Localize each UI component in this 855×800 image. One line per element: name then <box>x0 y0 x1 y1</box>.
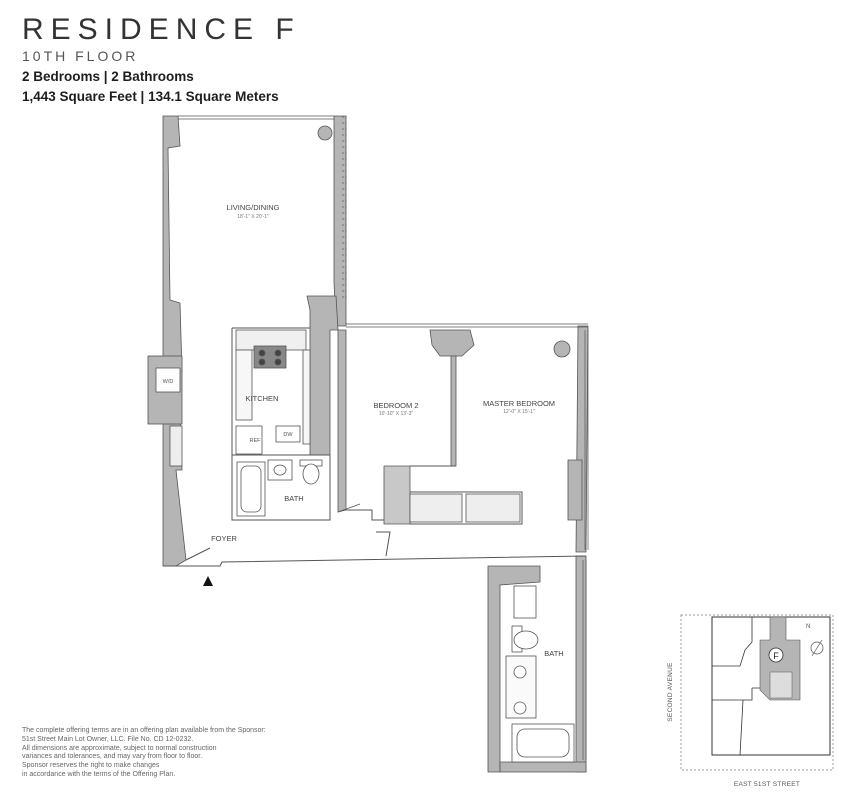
entry-arrow-icon <box>203 576 213 586</box>
refrigerator-label: REF <box>250 438 262 444</box>
plan-header: RESIDENCE F 10TH FLOOR 2 Bedrooms | 2 Ba… <box>22 14 301 107</box>
north-compass-icon <box>810 641 824 655</box>
disclaimer-line: in accordance with the terms of the Offe… <box>22 770 176 778</box>
bedroom2-label: BEDROOM 2 <box>373 401 418 410</box>
living-dining-dims: 18'-1" X 20'-1" <box>237 214 269 220</box>
east-51st-street-label: EAST 51ST STREET <box>734 781 800 788</box>
closets <box>169 425 521 523</box>
washer-dryer-label: W/D <box>163 379 174 385</box>
residence-title: RESIDENCE F <box>22 13 301 46</box>
floor-label: 10TH FLOOR <box>22 48 139 64</box>
windows <box>178 115 589 760</box>
master-bedroom-label: MASTER BEDROOM <box>483 399 555 408</box>
living-dining-label: LIVING/DINING <box>227 203 280 212</box>
bath1-label: BATH <box>284 494 303 503</box>
key-plan: F N SECOND AVENUE EAST 51ST STREET <box>667 614 834 788</box>
disclaimer-line: All dimensions are approximate, subject … <box>22 744 217 752</box>
foyer-label: FOYER <box>211 534 237 543</box>
rooms-summary: 2 Bedrooms | 2 Bathrooms <box>22 69 194 84</box>
area-summary: 1,443 Square Feet | 134.1 Square Meters <box>22 89 279 104</box>
dishwasher-label: DW <box>283 432 293 438</box>
key-plan-unit-label: F <box>773 651 779 661</box>
offering-disclaimer: The complete offering terms are in an of… <box>22 727 342 780</box>
disclaimer-line: variances and tolerances, and may vary f… <box>22 753 203 761</box>
bath1-fixtures <box>236 459 323 517</box>
kitchen-fixtures <box>235 329 311 455</box>
column-master <box>553 340 571 358</box>
disclaimer-line: The complete offering terms are in an of… <box>22 727 266 734</box>
north-label: N <box>806 624 810 630</box>
disclaimer-line: Sponsor reserves the right to make chang… <box>22 762 160 770</box>
washer-dryer: W/D <box>147 355 183 425</box>
bedroom2-dims: 10'-10" X 13'-3" <box>379 411 414 417</box>
interior-walls <box>163 327 587 567</box>
bath2-fixtures <box>505 585 575 763</box>
column-living <box>317 125 333 141</box>
master-bedroom-dims: 12'-0" X 15'-1" <box>503 409 535 415</box>
second-avenue-label: SECOND AVENUE <box>667 662 674 722</box>
kitchen-label: KITCHEN <box>246 394 279 403</box>
bath2-label: BATH <box>544 649 563 658</box>
disclaimer-line: 51st Street Main Lot Owner, LLC. File No… <box>22 735 194 743</box>
